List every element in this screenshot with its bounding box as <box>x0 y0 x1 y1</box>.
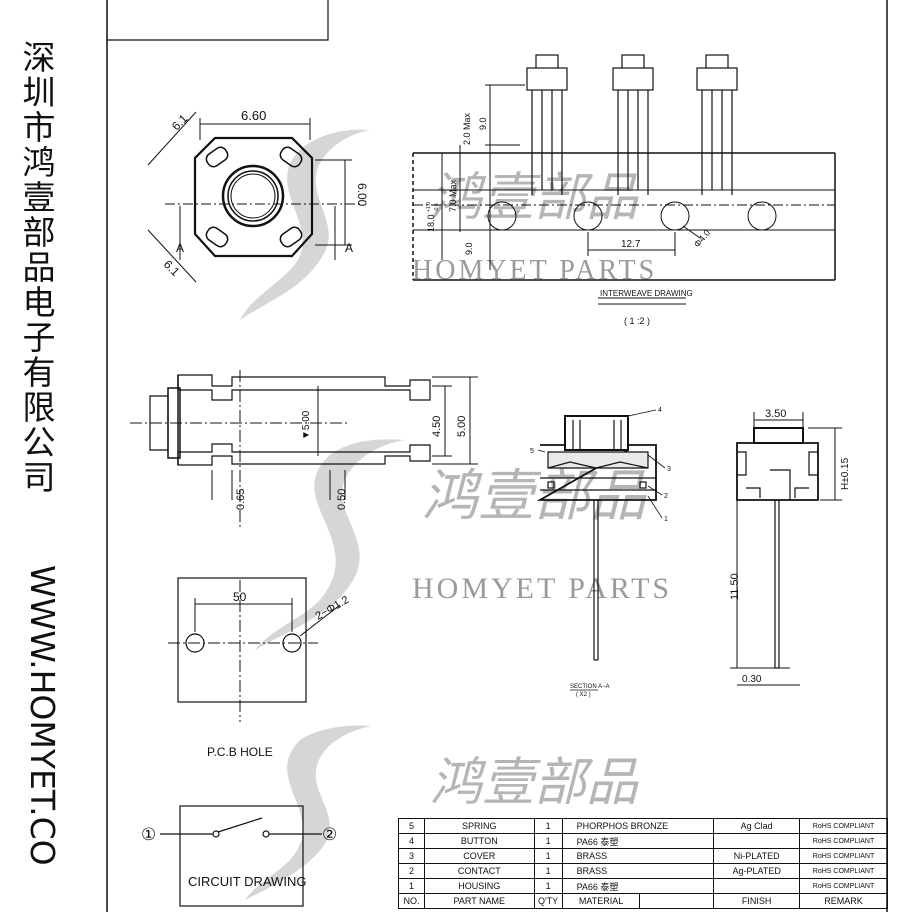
bom-cell-remark: RoHS COMPLIANT <box>799 833 888 849</box>
iw-dim-pitch: 12.7 <box>621 239 641 250</box>
iw-dim-18: 18.0 <box>426 214 436 232</box>
bom-cell-qty: 1 <box>533 833 563 849</box>
bill-of-materials: 5 SPRING 1 PHORPHOS BRONZE Ag Clad RoHS … <box>398 818 888 909</box>
watermark-chinese-3: 鸿壹部品 <box>430 753 639 813</box>
tape-switches <box>526 54 738 195</box>
bom-cell-name: HOUSING <box>423 878 535 894</box>
bom-header-no: NO. <box>398 893 425 909</box>
iw-scale: ( 1 :2 ) <box>624 316 650 326</box>
bom-cell-remark: RoHS COMPLIANT <box>799 863 888 879</box>
bom-cell-finish <box>713 833 801 849</box>
website-url-vertical: WWW.HOMYET.CO <box>23 565 62 866</box>
bom-cell-remark: RoHS COMPLIANT <box>799 848 888 864</box>
bom-cell-name: CONTACT <box>423 863 535 879</box>
bom-cell-qty: 1 <box>533 863 563 879</box>
section-callout-2: 2 <box>664 493 668 500</box>
bom-cell-finish: Ag-PLATED <box>713 863 801 879</box>
circuit-node-1: ① <box>141 825 156 844</box>
bom-cell-material: BRASS <box>561 848 715 864</box>
right-dim-lead-thk: 0.30 <box>742 674 762 685</box>
iw-title: INTERWEAVE DRAWING <box>600 289 693 298</box>
bom-header-remark: REMARK <box>799 893 888 909</box>
section-callout-1: 1 <box>664 516 668 523</box>
top-view <box>147 111 360 283</box>
section-mark-left: A <box>176 241 184 255</box>
bom-cell-material: PHORPHOS BRONZE <box>561 818 715 834</box>
iw-dim-7max: 7.0 Max <box>448 179 458 212</box>
table-row: 2 CONTACT 1 BRASS Ag-PLATED RoHS COMPLIA… <box>398 863 888 879</box>
right-dim-h: H±0.15 <box>840 457 851 490</box>
bom-cell-material: PA66 泰塑 <box>561 833 715 849</box>
bom-cell-no: 1 <box>398 878 425 894</box>
bom-header-blank <box>639 893 715 909</box>
section-callout-3: 3 <box>667 466 671 473</box>
watermark-english-2: HOMYET PARTS <box>412 572 672 605</box>
bom-cell-no: 2 <box>398 863 425 879</box>
bom-cell-material: PA66 泰塑 <box>561 878 715 894</box>
bom-header-finish: FINISH <box>713 893 801 909</box>
company-name-vertical: 深圳市鸿壹部品电子有限公司 <box>17 40 56 495</box>
pcb-dim-spacing: 50 <box>233 590 247 604</box>
iw-dim-18-tol-plus: +1.0 <box>426 202 432 212</box>
top-dim-diag-bottom: 6.1 <box>161 257 183 279</box>
bom-cell-name: SPRING <box>423 818 535 834</box>
bom-cell-no: 3 <box>398 848 425 864</box>
section-scale: ( X2 ) <box>576 692 591 698</box>
bom-cell-no: 4 <box>398 833 425 849</box>
bom-cell-name: COVER <box>423 848 535 864</box>
bom-header-name: PART NAME <box>423 893 535 909</box>
right-view <box>730 412 842 686</box>
iw-dim-hole: Φ4.0 <box>692 228 712 250</box>
bom-cell-finish: Ni-PLATED <box>713 848 801 864</box>
bom-cell-no: 5 <box>398 818 425 834</box>
table-row: 3 COVER 1 BRASS Ni-PLATED RoHS COMPLIANT <box>398 848 888 864</box>
bom-cell-qty: 1 <box>533 848 563 864</box>
circuit-node-2: ② <box>322 825 337 844</box>
watermark-chinese-2: 鸿壹部品 <box>422 464 647 529</box>
right-dim-lead: 11.50 <box>729 573 741 600</box>
iw-dim-9-bottom: 9.0 <box>464 242 474 255</box>
pcb-title: P.C.B HOLE <box>207 745 273 759</box>
side-dim-065: 0.65 <box>235 489 247 510</box>
bom-cell-qty: 1 <box>533 878 563 894</box>
circuit-drawing <box>160 805 322 907</box>
bom-header-qty: Q'TY <box>533 893 563 909</box>
sheet-frame <box>106 0 888 912</box>
right-dim-width: 3.50 <box>765 408 786 420</box>
bom-cell-remark: RoHS COMPLIANT <box>799 818 888 834</box>
section-title: SECTION A−A <box>570 684 610 690</box>
section-view <box>536 409 666 691</box>
watermark-english-1: HOMYET PARTS <box>412 255 657 286</box>
iw-dim-9-top: 9.0 <box>478 117 488 130</box>
pcb-hole-layout <box>168 577 341 722</box>
side-dim-5-inner: ▼5.00 <box>301 410 312 440</box>
bom-cell-finish <box>713 878 801 894</box>
circuit-title: CIRCUIT DRAWING <box>188 874 306 889</box>
bom-cell-material: BRASS <box>561 863 715 879</box>
side-dim-500: 5.00 <box>456 416 468 437</box>
side-view <box>130 370 478 530</box>
bom-cell-qty: 1 <box>533 818 563 834</box>
section-mark-right: A <box>345 241 353 255</box>
table-row: 5 SPRING 1 PHORPHOS BRONZE Ag Clad RoHS … <box>398 818 888 834</box>
table-row: 4 BUTTON 1 PA66 泰塑 RoHS COMPLIANT <box>398 833 888 849</box>
section-callout-4: 4 <box>658 407 662 414</box>
table-row: 1 HOUSING 1 PA66 泰塑 RoHS COMPLIANT <box>398 878 888 894</box>
iw-dim-2max: 2.0 Max <box>462 112 472 145</box>
interweave-drawing <box>412 84 836 305</box>
watermark-chinese-1: 鸿壹部品 <box>430 168 639 228</box>
side-dim-450: 4.50 <box>431 416 443 437</box>
bom-cell-finish: Ag Clad <box>713 818 801 834</box>
top-dim-width: 6.60 <box>241 108 266 123</box>
bom-header-material: MATERIAL <box>561 893 641 909</box>
bom-cell-remark: RoHS COMPLIANT <box>799 878 888 894</box>
table-header-row: NO. PART NAME Q'TY MATERIAL FINISH REMAR… <box>398 893 888 909</box>
top-dim-diag-top: 6.1 <box>169 111 191 133</box>
section-callout-5: 5 <box>530 448 534 455</box>
bom-cell-name: BUTTON <box>423 833 535 849</box>
side-dim-050: 0.50 <box>336 489 348 510</box>
iw-dim-18-tol-minus: -0.5 <box>434 203 440 212</box>
top-dim-height: 6.00 <box>355 183 369 207</box>
